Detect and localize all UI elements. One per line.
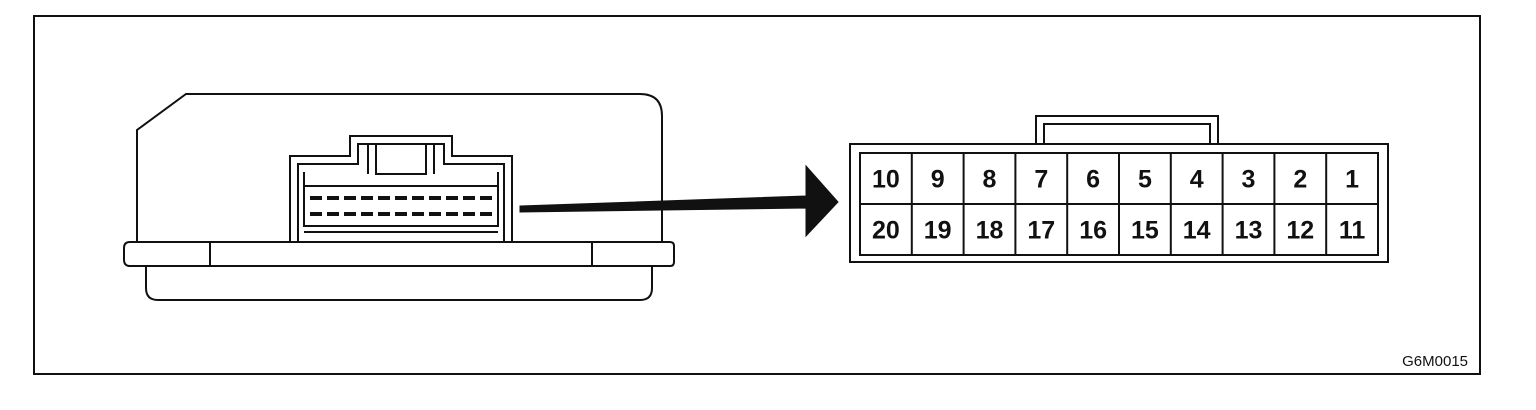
pin-number-11: 11 [1339,217,1366,245]
figure-code: G6M0015 [1402,353,1468,370]
pin-number-15: 15 [1131,217,1159,245]
pin-number-10: 10 [872,166,900,194]
pin-number-2: 2 [1293,166,1307,194]
pin-number-12: 12 [1286,217,1314,245]
pin-number-3: 3 [1242,166,1256,194]
pin-number-1: 1 [1345,166,1359,194]
pin-number-9: 9 [931,166,945,194]
unit-base-flange [123,241,675,267]
pin-number-19: 19 [924,217,952,245]
pin-number-18: 18 [976,217,1004,245]
pin-number-8: 8 [983,166,997,194]
pin-number-5: 5 [1138,166,1152,194]
unit-socket-outer [289,135,513,242]
pointer-arrow-icon [519,164,839,238]
pin-number-17: 17 [1027,217,1055,245]
pin-number-7: 7 [1034,166,1048,194]
control-unit-illustration [123,93,675,301]
pin-grid-columns [910,153,1328,255]
unit-housing [136,93,663,242]
connector-housing [849,143,1389,263]
unit-bottom-pan [145,266,653,301]
connector-lock-tab [1035,115,1219,144]
connector-lock-tab-inner [1043,123,1211,144]
socket-lock-tab [375,143,427,175]
pin-number-20: 20 [872,217,900,245]
pin-number-6: 6 [1086,166,1100,194]
pin-number-4: 4 [1190,166,1204,194]
unit-socket-inner [297,143,505,242]
pin-number-13: 13 [1235,217,1263,245]
pin-number-16: 16 [1079,217,1107,245]
socket-pin-block [303,185,499,227]
pin-number-14: 14 [1183,217,1211,245]
diagram-frame [33,15,1481,375]
